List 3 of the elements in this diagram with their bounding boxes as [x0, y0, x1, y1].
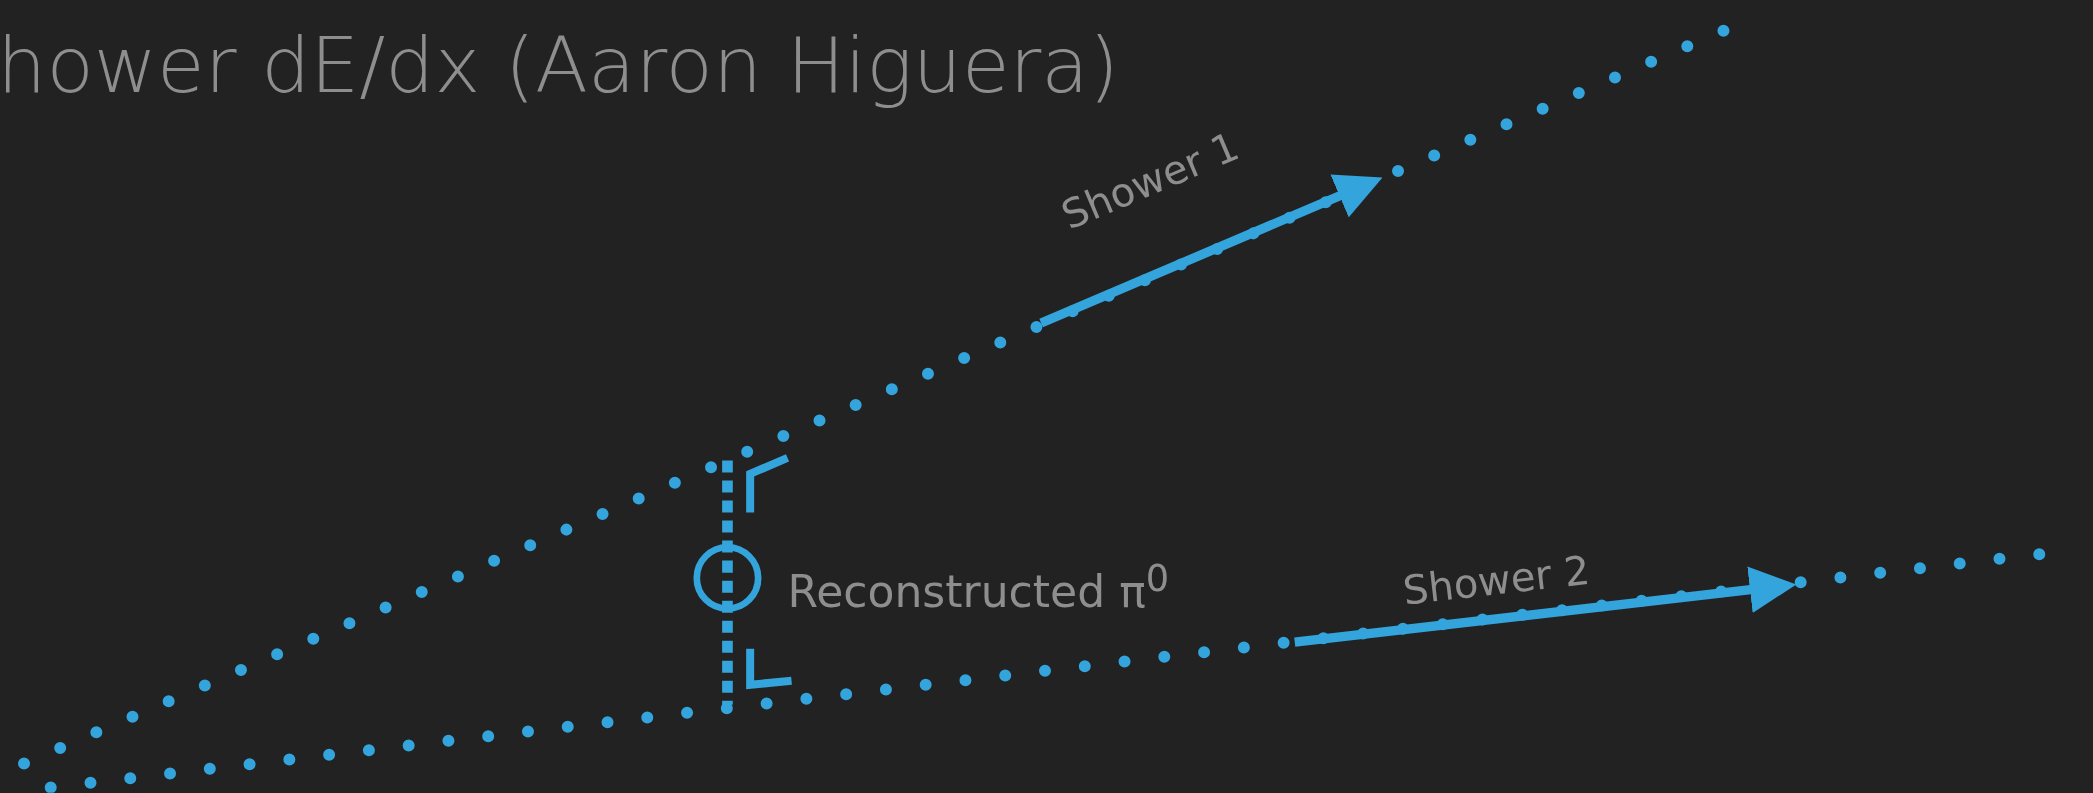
marker-circle: [692, 543, 763, 613]
particle-label: Reconstructed π$^{0}$: [787, 560, 1170, 614]
shower-label: Shower 2: [1401, 550, 1592, 612]
